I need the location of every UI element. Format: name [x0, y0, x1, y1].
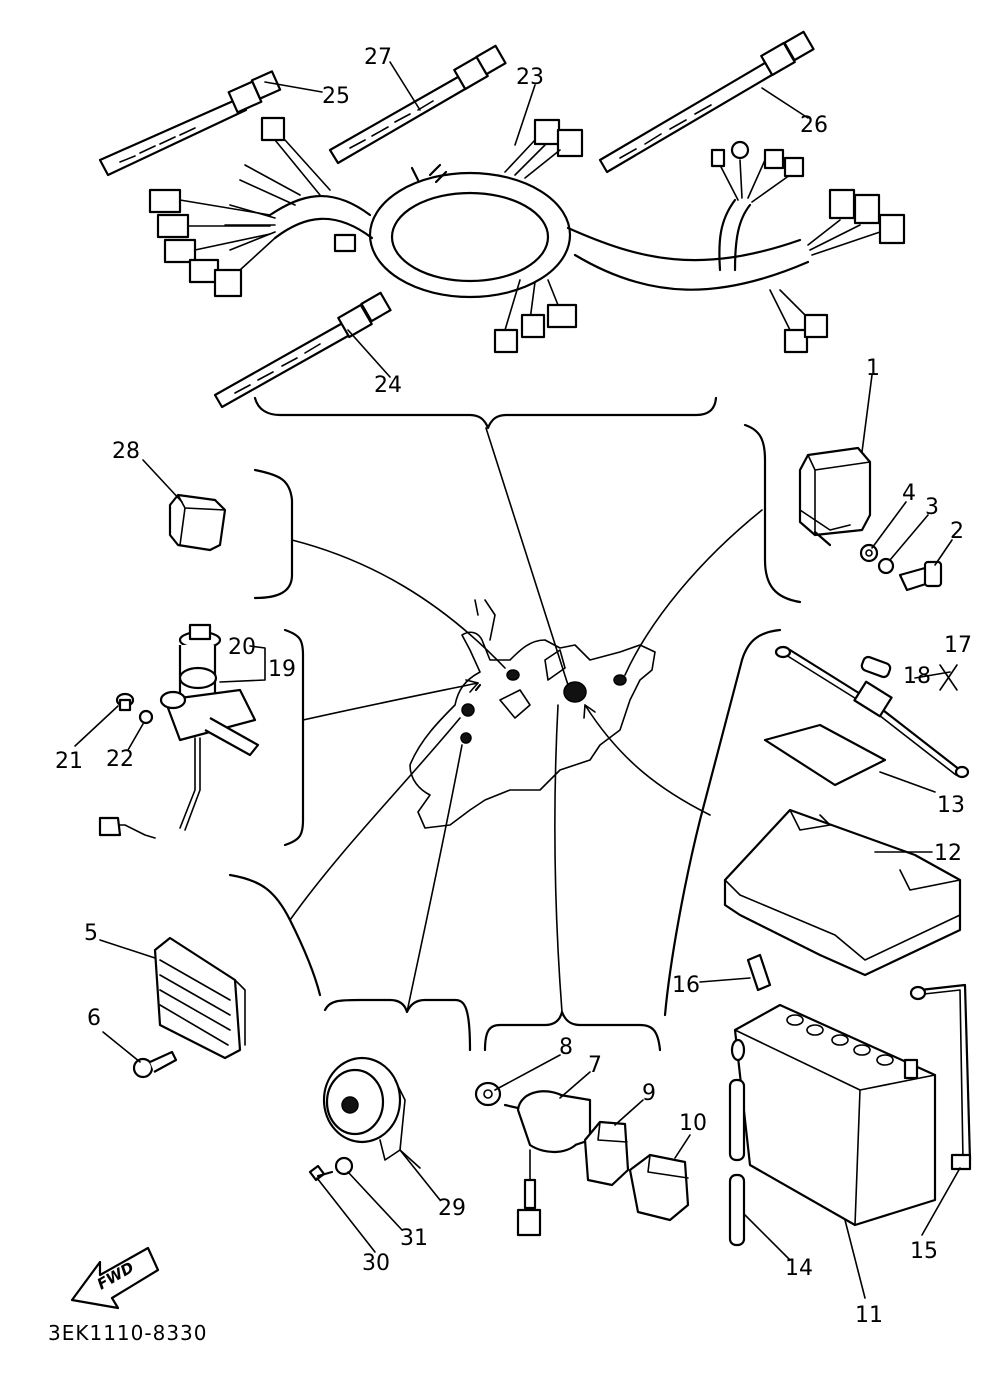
part-29-horn [322, 1056, 421, 1169]
callout-13: 13 [937, 793, 965, 818]
leader-lines [289, 427, 763, 1013]
part-4-washer [859, 543, 879, 563]
part-3-washer [877, 557, 895, 575]
callout-22: 22 [106, 747, 134, 772]
callout-1: 1 [866, 356, 880, 381]
callout-25: 25 [322, 84, 350, 109]
diagram-code: 3EK1110-8330 [48, 1321, 208, 1345]
callout-30: 30 [362, 1251, 390, 1276]
callout-19: 19 [268, 657, 296, 682]
frame-location-sketch [409, 599, 656, 829]
part-17-fuse-holder [774, 645, 970, 779]
part-15-lead [909, 983, 972, 1171]
part-11-battery [733, 1003, 937, 1227]
cable-tie-25 [98, 70, 282, 177]
part-22-washer [138, 709, 154, 725]
callout-3: 3 [925, 495, 939, 520]
fwd-arrow: FWD [70, 1246, 160, 1310]
group-brackets [228, 396, 802, 1052]
callout-15: 15 [910, 1239, 938, 1264]
callout-6: 6 [87, 1006, 101, 1031]
callout-7: 7 [588, 1053, 602, 1078]
part-21-screw [115, 692, 135, 712]
callout-26: 26 [800, 113, 828, 138]
callout-23: 23 [516, 65, 544, 90]
cable-tie-26 [598, 30, 815, 174]
part-18-fuse [860, 655, 892, 679]
callout-10: 10 [679, 1111, 707, 1136]
part-5-rectifier [153, 936, 246, 1060]
callout-8: 8 [559, 1035, 573, 1060]
callout-28: 28 [112, 439, 140, 464]
part-10-relay [628, 1153, 690, 1222]
callout-12: 12 [934, 841, 962, 866]
part-13-plate [763, 723, 887, 787]
callout-29: 29 [438, 1196, 466, 1221]
callout-18: 18 [903, 664, 931, 689]
cable-tie-24 [213, 291, 392, 409]
callout-31: 31 [400, 1226, 428, 1251]
part-9-relay [583, 1120, 630, 1187]
part-16-clip [746, 953, 772, 992]
callout-leaders [74, 61, 961, 1299]
callout-5: 5 [84, 921, 98, 946]
part-12-battery-cover [723, 808, 962, 977]
part-19-fuel-cock [98, 623, 260, 839]
part-2-bolt [898, 560, 943, 592]
cable-tie-27 [328, 44, 507, 165]
callout-27: 27 [364, 45, 392, 70]
callout-11: 11 [855, 1303, 883, 1328]
callout-14: 14 [785, 1256, 813, 1281]
callout-2: 2 [950, 519, 964, 544]
part-31-washer [334, 1156, 354, 1176]
part-14-breather-pipe [728, 1038, 746, 1247]
callout-24: 24 [374, 373, 402, 398]
part-8-nut [474, 1081, 502, 1107]
callout-numbers: 27 25 23 26 24 1 4 3 2 28 20 19 21 22 17… [55, 45, 972, 1328]
part-30-bolt [308, 1164, 334, 1182]
part-1-unit [798, 446, 872, 547]
callout-16: 16 [672, 973, 700, 998]
wire-harness [148, 116, 906, 354]
callout-4: 4 [902, 481, 916, 506]
part-28-relay [168, 493, 227, 552]
callout-9: 9 [642, 1081, 656, 1106]
callout-20: 20 [228, 635, 256, 660]
part-6-bolt [132, 1050, 178, 1079]
callout-21: 21 [55, 749, 83, 774]
part-7-starter-relay [503, 1090, 592, 1237]
callout-17: 17 [944, 633, 972, 658]
